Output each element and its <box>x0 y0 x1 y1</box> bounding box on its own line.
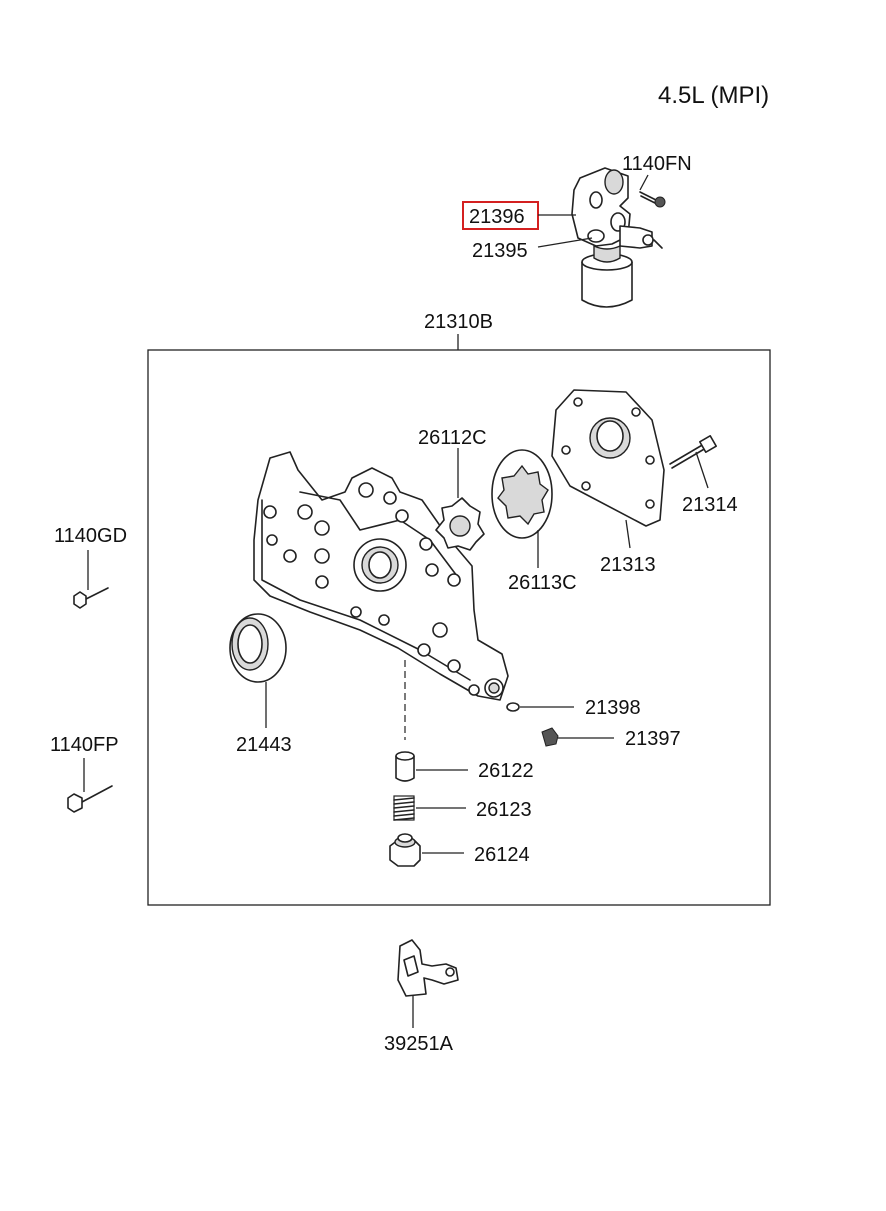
oil-pump-body-drawing <box>253 451 509 701</box>
label-21310b[interactable]: 21310B <box>424 311 493 333</box>
leader-21313 <box>625 519 631 549</box>
label-21396[interactable]: 21396 <box>469 206 525 228</box>
label-39251a[interactable]: 39251A <box>384 1033 454 1055</box>
label-21314[interactable]: 21314 <box>682 494 738 516</box>
label-26113c[interactable]: 26113C <box>508 572 577 594</box>
bracket-39251a-drawing <box>397 939 459 997</box>
label-21398[interactable]: 21398 <box>585 697 641 719</box>
oil-seal-drawing <box>229 613 287 683</box>
o-ring-drawing <box>506 702 520 712</box>
label-26112c[interactable]: 26112C <box>418 427 487 449</box>
label-26123[interactable]: 26123 <box>476 799 532 821</box>
label-26124[interactable]: 26124 <box>474 844 530 866</box>
outer-rotor-drawing <box>491 449 553 539</box>
assembly-box-21310b <box>147 349 771 906</box>
label-21397[interactable]: 21397 <box>625 728 681 750</box>
leader-21314 <box>695 451 709 489</box>
bolt-1140gd-drawing <box>73 587 109 609</box>
label-1140fn[interactable]: 1140FN <box>622 153 692 175</box>
engine-label: 4.5L (MPI) <box>658 82 769 109</box>
inner-rotor-drawing <box>435 497 485 551</box>
bolt-1140fn-drawing <box>639 191 666 208</box>
label-21313[interactable]: 21313 <box>600 554 656 576</box>
label-1140gd[interactable]: 1140GD <box>54 525 127 547</box>
plug-21397-drawing <box>541 727 559 747</box>
relief-plunger-drawing <box>395 751 415 782</box>
label-21443[interactable]: 21443 <box>236 734 292 756</box>
leader-1140fn <box>639 174 649 191</box>
screw-21314-drawing <box>669 435 717 469</box>
label-26122[interactable]: 26122 <box>478 760 534 782</box>
bolt-1140fp-drawing <box>67 785 113 813</box>
leader-21395 <box>537 237 593 248</box>
relief-spring-drawing <box>393 795 415 821</box>
label-21395[interactable]: 21395 <box>472 240 528 262</box>
relief-plug-drawing <box>389 833 421 867</box>
oil-filter-housing-drawing <box>571 167 663 308</box>
cover-plate-drawing <box>551 389 665 527</box>
label-1140fp[interactable]: 1140FP <box>50 734 119 756</box>
